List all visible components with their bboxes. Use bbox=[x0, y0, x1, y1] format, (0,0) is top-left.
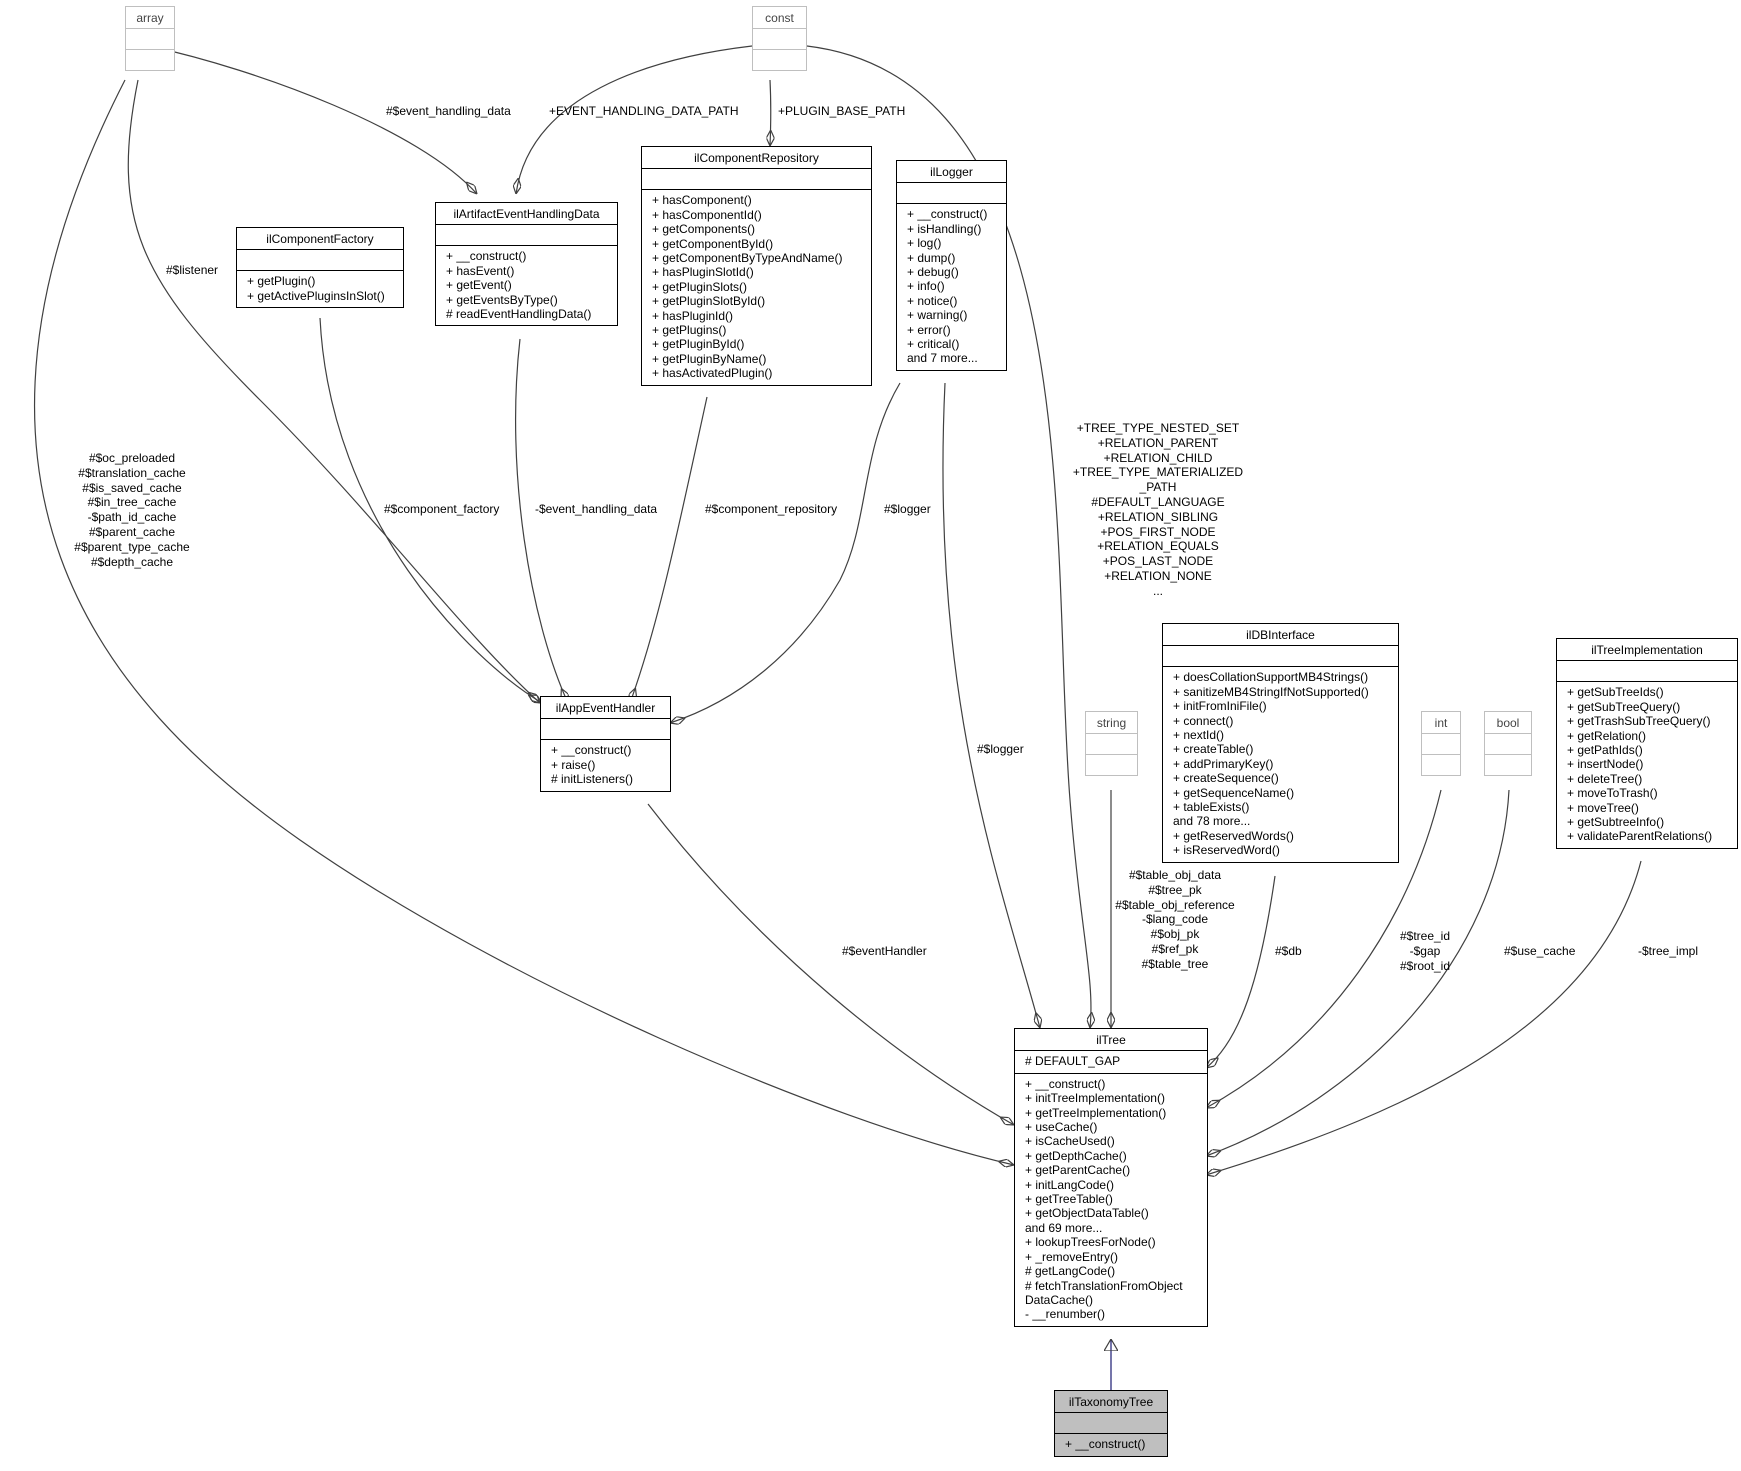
class-impl-name: ilTreeImplementation bbox=[1591, 643, 1703, 657]
label-tree-impl: -$tree_impl bbox=[1638, 944, 1699, 958]
label-use-cache: #$use_cache bbox=[1504, 944, 1576, 958]
class-db-attributes bbox=[1163, 645, 1398, 666]
class-ilDBInterface[interactable]: ilDBInterface + doesCollationSupportMB4S… bbox=[1162, 623, 1399, 863]
label-tree-constants: +TREE_TYPE_NESTED_SET +RELATION_PARENT +… bbox=[1072, 421, 1244, 598]
class-array-methods bbox=[126, 49, 174, 70]
class-const[interactable]: const bbox=[752, 6, 807, 72]
class-int-methods bbox=[1422, 754, 1460, 775]
label-priv-event-handling-data: -$event_handling_data bbox=[535, 502, 658, 516]
label-event-handling-data: #$event_handling_data bbox=[386, 104, 511, 118]
class-impl-attributes bbox=[1557, 660, 1737, 681]
label-listener: #$listener bbox=[166, 263, 219, 277]
class-repository-attributes bbox=[642, 168, 871, 189]
class-db-methods: + doesCollationSupportMB4Strings() + san… bbox=[1163, 666, 1398, 861]
class-repository-name: ilComponentRepository bbox=[694, 151, 819, 165]
class-impl-methods: + getSubTreeIds() + getSubTreeQuery() + … bbox=[1557, 681, 1737, 847]
class-taxonomy-name: ilTaxonomyTree bbox=[1068, 1395, 1154, 1409]
class-ilTaxonomyTree[interactable]: ilTaxonomyTree + __construct() bbox=[1054, 1390, 1168, 1457]
class-array-attributes bbox=[126, 28, 174, 49]
edge-array-artifact bbox=[148, 45, 477, 194]
class-logger-attributes bbox=[897, 182, 1006, 203]
class-ilTree[interactable]: ilTree # DEFAULT_GAP + __construct() + i… bbox=[1014, 1028, 1208, 1327]
class-tree-methods: + __construct() + initTreeImplementation… bbox=[1015, 1072, 1207, 1326]
class-bool-methods bbox=[1485, 754, 1531, 775]
class-array[interactable]: array bbox=[125, 6, 175, 72]
class-array-name: array bbox=[136, 11, 164, 25]
class-int-name: int bbox=[1434, 716, 1448, 730]
label-plugin-base-path: +PLUGIN_BASE_PATH bbox=[778, 104, 906, 118]
label-int-fields: #$tree_id -$gap #$root_id bbox=[1399, 929, 1451, 973]
class-ilAppEventHandler[interactable]: ilAppEventHandler + __construct() + rais… bbox=[540, 696, 671, 792]
class-artifact-attributes bbox=[436, 224, 617, 245]
class-handler-methods: + __construct() + raise() # initListener… bbox=[541, 739, 670, 790]
class-int-attributes bbox=[1422, 733, 1460, 754]
class-tree-attributes: # DEFAULT_GAP bbox=[1015, 1050, 1207, 1072]
edge-artifact-handler bbox=[514, 338, 568, 703]
class-ilComponentFactory[interactable]: ilComponentFactory + getPlugin() + getAc… bbox=[236, 227, 404, 309]
class-repository-methods: + hasComponent() + hasComponentId() + ge… bbox=[642, 189, 871, 384]
class-string-name: string bbox=[1096, 716, 1127, 730]
class-logger-methods: + __construct() + isHandling() + log() +… bbox=[897, 203, 1006, 369]
class-factory-methods: + getPlugin() + getActivePluginsInSlot() bbox=[237, 270, 403, 307]
class-ilTreeImplementation[interactable]: ilTreeImplementation + getSubTreeIds() +… bbox=[1556, 638, 1738, 849]
label-component-repository: #$component_repository bbox=[705, 502, 838, 516]
label-component-factory: #$component_factory bbox=[384, 502, 500, 516]
edge-impl-tree bbox=[1206, 860, 1642, 1175]
class-bool-name: bool bbox=[1496, 716, 1520, 730]
class-string-attributes bbox=[1086, 733, 1137, 754]
edge-const-repository bbox=[770, 79, 771, 146]
edge-logger-handler bbox=[670, 382, 901, 723]
class-string[interactable]: string bbox=[1085, 711, 1138, 777]
class-artifact-name: ilArtifactEventHandlingData bbox=[453, 207, 600, 221]
class-const-attributes bbox=[753, 28, 806, 49]
class-int[interactable]: int bbox=[1421, 711, 1461, 777]
class-string-methods bbox=[1086, 754, 1137, 775]
edge-repository-handler bbox=[630, 396, 708, 703]
class-const-name: const bbox=[765, 11, 794, 25]
class-db-name: ilDBInterface bbox=[1246, 628, 1315, 642]
class-bool[interactable]: bool bbox=[1484, 711, 1532, 777]
label-logger-tree: #$logger bbox=[977, 742, 1024, 756]
edge-logger-tree bbox=[942, 382, 1040, 1028]
class-tree-name: ilTree bbox=[1096, 1033, 1126, 1047]
label-event-handler: #$eventHandler bbox=[842, 944, 927, 958]
class-ilArtifactEventHandlingData[interactable]: ilArtifactEventHandlingData + __construc… bbox=[435, 202, 618, 327]
class-handler-name: ilAppEventHandler bbox=[555, 701, 656, 715]
class-logger-name: ilLogger bbox=[930, 165, 973, 179]
class-const-methods bbox=[753, 49, 806, 70]
label-array-caches: #$oc_preloaded #$translation_cache #$is_… bbox=[74, 451, 190, 569]
class-bool-attributes bbox=[1485, 733, 1531, 754]
label-db: #$db bbox=[1275, 944, 1302, 958]
class-artifact-methods: + __construct() + hasEvent() + getEvent(… bbox=[436, 245, 617, 325]
edge-handler-tree bbox=[647, 803, 1014, 1125]
class-ilLogger[interactable]: ilLogger + __construct() + isHandling() … bbox=[896, 160, 1007, 371]
edge-array-handler bbox=[127, 79, 540, 703]
class-factory-name: ilComponentFactory bbox=[266, 232, 374, 246]
label-string-fields: #$table_obj_data #$tree_pk #$table_obj_r… bbox=[1115, 868, 1235, 971]
class-factory-attributes bbox=[237, 249, 403, 270]
class-ilComponentRepository[interactable]: ilComponentRepository + hasComponent() +… bbox=[641, 146, 872, 386]
label-logger-handler: #$logger bbox=[884, 502, 931, 516]
label-event-handling-data-path: +EVENT_HANDLING_DATA_PATH bbox=[549, 104, 739, 118]
class-taxonomy-attributes bbox=[1055, 1412, 1167, 1433]
class-handler-attributes bbox=[541, 718, 670, 739]
class-taxonomy-methods: + __construct() bbox=[1055, 1433, 1167, 1455]
